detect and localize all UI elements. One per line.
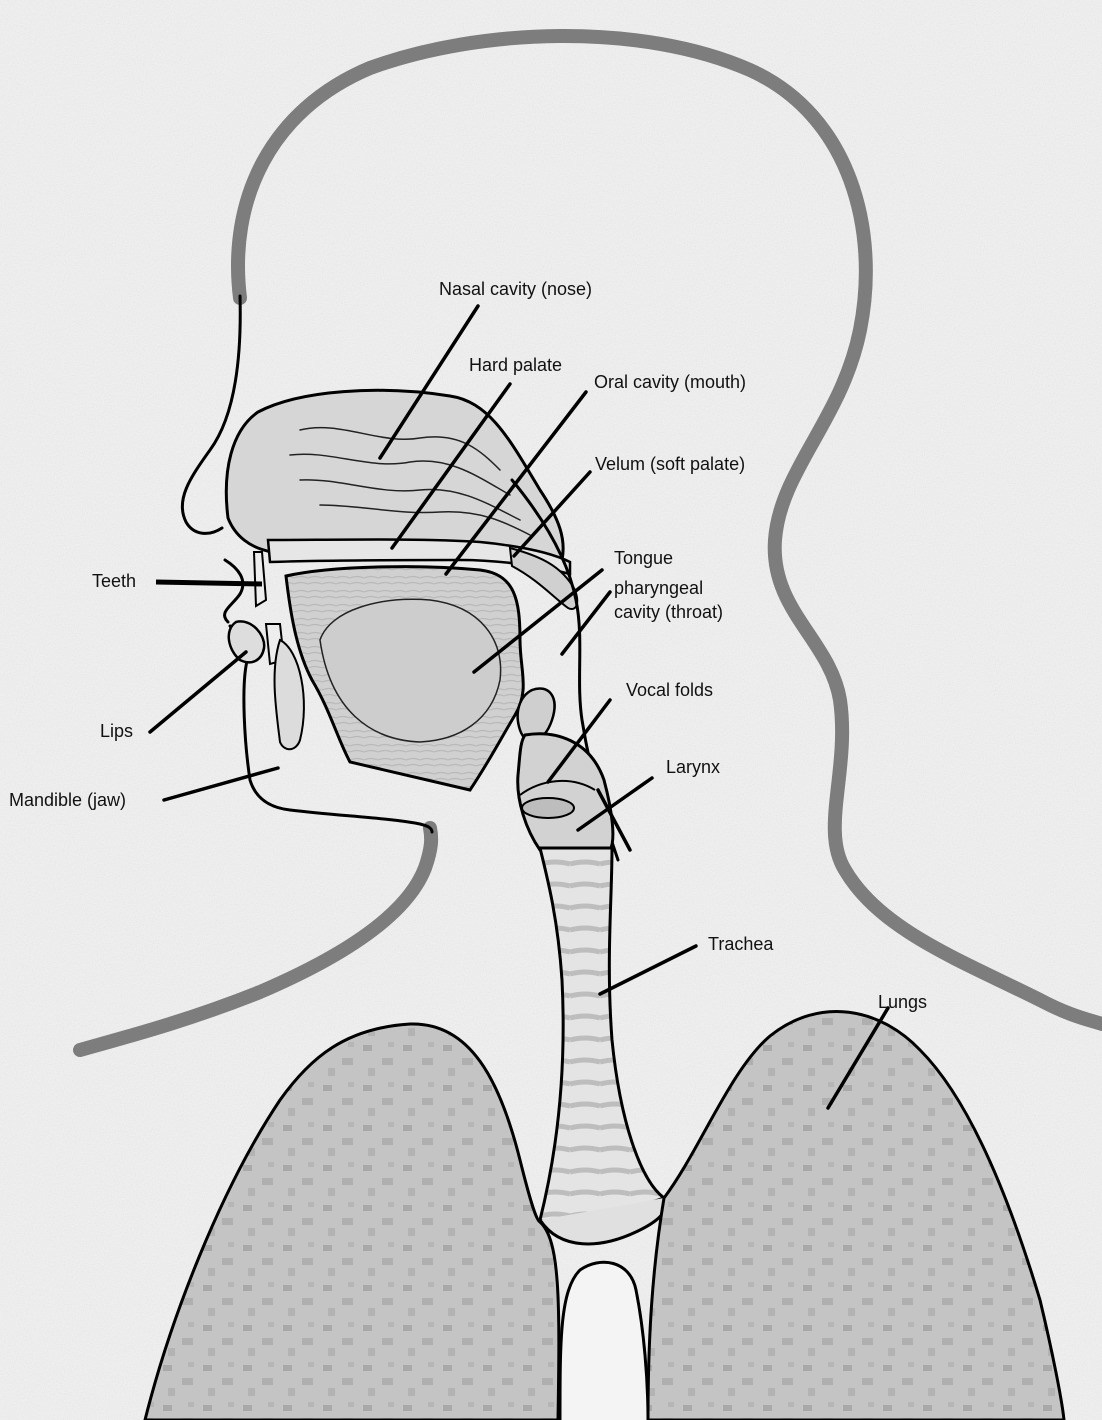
label-lungs: Lungs <box>878 992 927 1012</box>
label-nasal-cavity: Nasal cavity (nose) <box>439 279 592 299</box>
label-pharyngeal-line2: cavity (throat) <box>614 602 723 622</box>
label-hard-palate: Hard palate <box>469 355 562 375</box>
leader-teeth <box>156 582 262 584</box>
label-mandible: Mandible (jaw) <box>9 790 126 810</box>
label-teeth: Teeth <box>92 571 136 591</box>
label-pharyngeal-line1: pharyngeal <box>614 578 703 598</box>
label-larynx: Larynx <box>666 757 720 777</box>
label-vocal-folds: Vocal folds <box>626 680 713 700</box>
label-lips: Lips <box>100 721 133 741</box>
label-trachea: Trachea <box>708 934 774 954</box>
label-tongue: Tongue <box>614 548 673 568</box>
label-velum: Velum (soft palate) <box>595 454 745 474</box>
label-oral-cavity: Oral cavity (mouth) <box>594 372 746 392</box>
